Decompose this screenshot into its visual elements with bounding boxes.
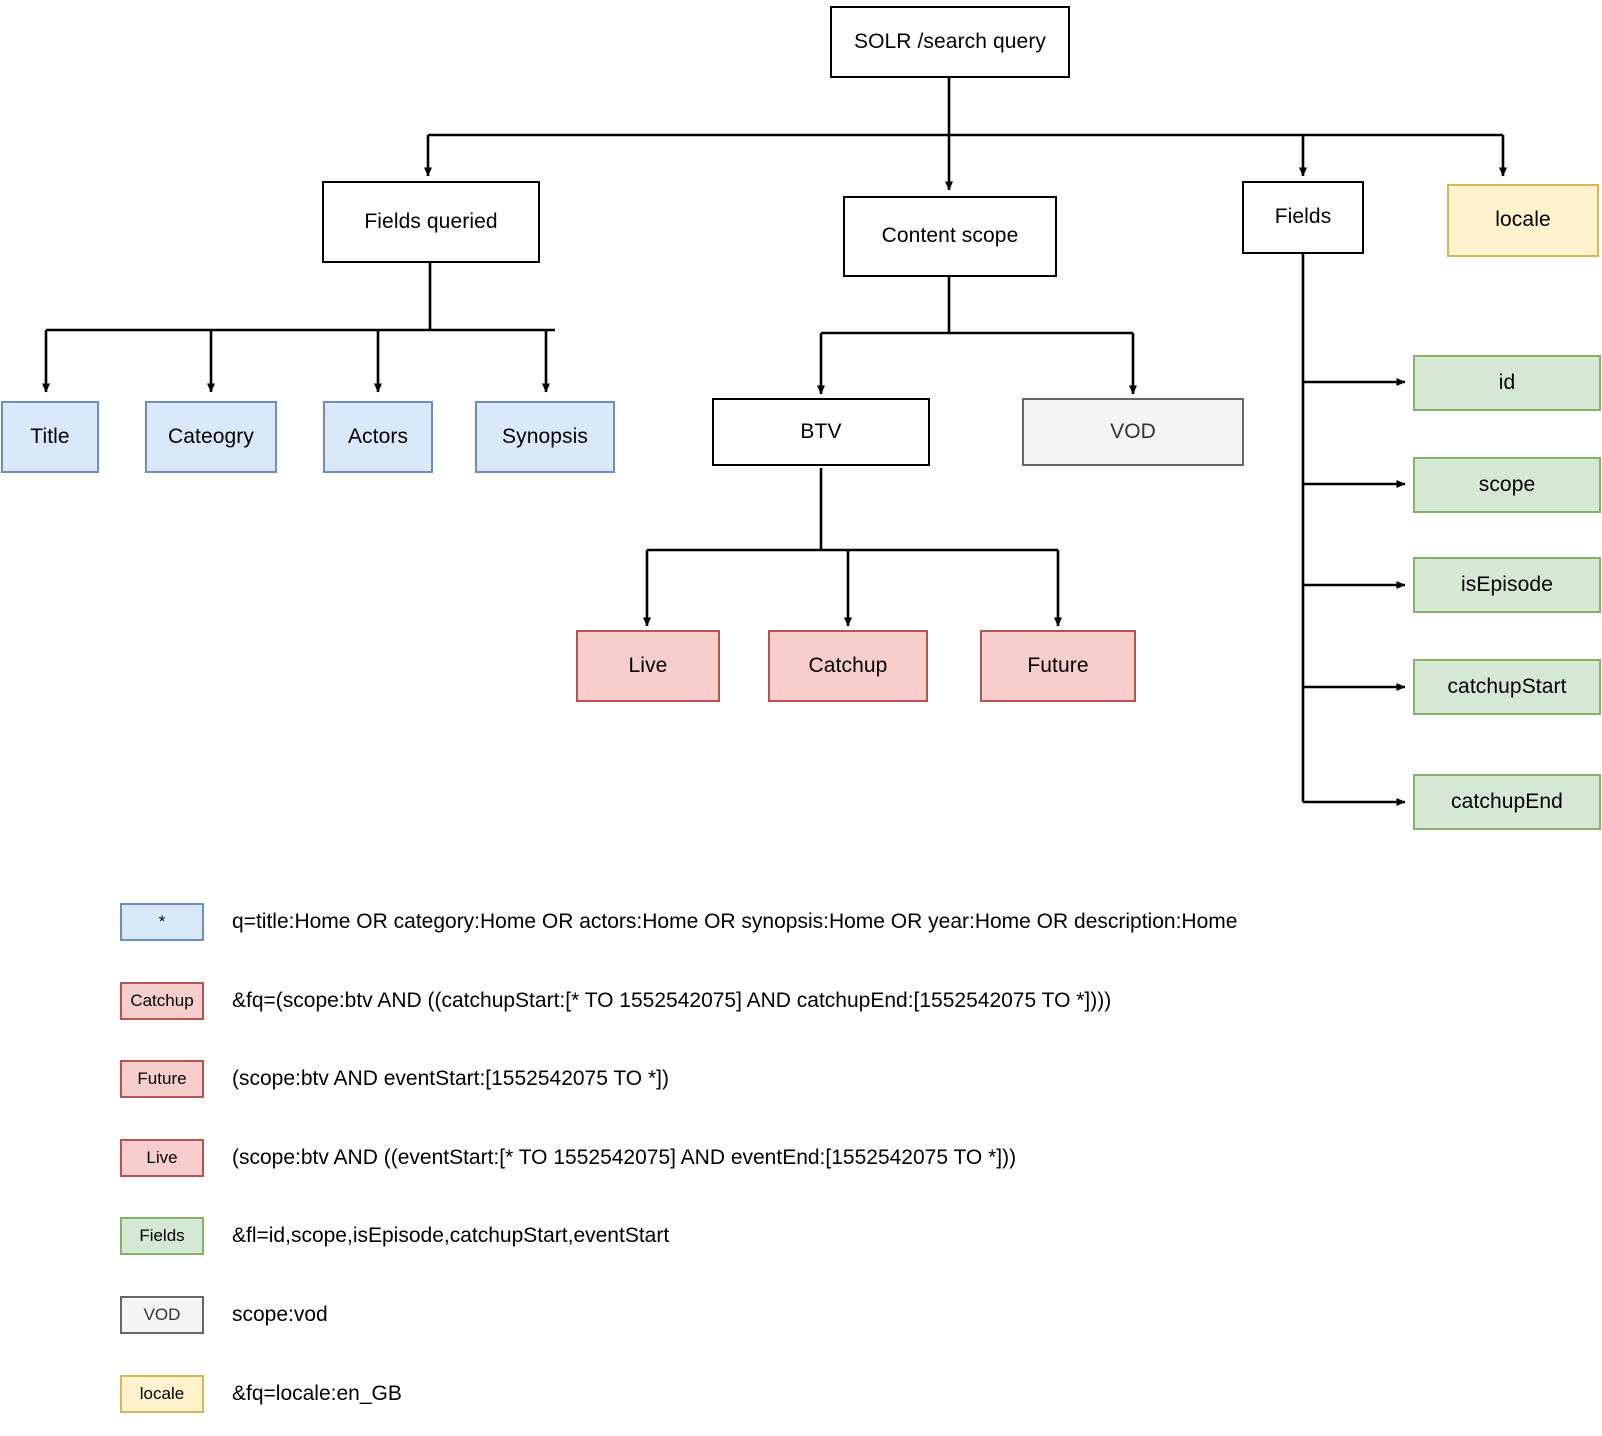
legend-swatch-vod: VOD [120,1296,204,1334]
legend-swatch-label: * [158,912,166,931]
legend-row: Fields &fl=id,scope,isEpisode,catchupSta… [0,1214,1602,1258]
legend-swatch-label: locale [139,1384,185,1403]
node-btv[interactable]: BTV [712,398,930,466]
legend-row: Live (scope:btv AND ((eventStart:[* TO 1… [0,1136,1602,1180]
node-label: Fields [1274,205,1332,229]
node-label: catchupStart [1447,674,1567,698]
node-label: VOD [1110,419,1156,443]
node-catchup[interactable]: Catchup [768,630,928,702]
node-label: Synopsis [501,424,588,448]
legend-swatch-label: Catchup [130,991,194,1010]
legend-text: &fl=id,scope,isEpisode,catchupStart,even… [232,1224,670,1247]
legend-row: locale &fq=locale:en_GB [0,1372,1602,1416]
node-title[interactable]: Title [1,401,99,473]
legend-row: Future (scope:btv AND eventStart:[155254… [0,1057,1602,1101]
legend-text: scope:vod [232,1303,328,1326]
node-field-id[interactable]: id [1413,355,1601,411]
node-field-scope[interactable]: scope [1413,457,1601,513]
node-locale[interactable]: locale [1447,184,1599,257]
legend-text: &fq=(scope:btv AND ((catchupStart:[* TO … [232,989,1112,1012]
node-fields[interactable]: Fields [1242,181,1364,254]
node-label: Cateogry [167,424,254,448]
node-field-isepisode[interactable]: isEpisode [1413,557,1601,613]
legend-swatch-fields: Fields [120,1217,204,1255]
legend-swatch-all-fields: * [120,903,204,941]
legend-text: &fq=locale:en_GB [232,1382,402,1405]
node-cateogry[interactable]: Cateogry [145,401,277,473]
node-solr-search-query[interactable]: SOLR /search query [830,6,1070,78]
node-synopsis[interactable]: Synopsis [475,401,615,473]
node-field-catchupend[interactable]: catchupEnd [1413,774,1601,830]
node-label: SOLR /search query [853,29,1047,53]
node-future[interactable]: Future [980,630,1136,702]
legend-swatch-future: Future [120,1060,204,1098]
node-label: isEpisode [1461,572,1553,596]
node-live[interactable]: Live [576,630,720,702]
node-label: BTV [800,419,842,443]
node-label: locale [1495,208,1551,232]
node-label: catchupEnd [1451,789,1563,813]
node-label: Future [1027,653,1089,677]
legend-text: (scope:btv AND eventStart:[1552542075 TO… [232,1067,669,1090]
node-label: Fields queried [364,209,498,233]
node-label: Content scope [881,224,1019,248]
node-label: scope [1478,472,1536,496]
node-label: Catchup [808,653,888,677]
legend-swatch-catchup: Catchup [120,982,204,1020]
legend-row: Catchup &fq=(scope:btv AND ((catchupStar… [0,979,1602,1023]
node-label: id [1498,370,1516,394]
legend-row: * q=title:Home OR category:Home OR actor… [0,900,1602,944]
node-vod[interactable]: VOD [1022,398,1244,466]
node-content-scope[interactable]: Content scope [843,196,1057,277]
node-field-catchupstart[interactable]: catchupStart [1413,659,1601,715]
legend-swatch-label: Fields [139,1226,185,1245]
legend-text: (scope:btv AND ((eventStart:[* TO 155254… [232,1146,1017,1169]
node-actors[interactable]: Actors [323,401,433,473]
legend-text: q=title:Home OR category:Home OR actors:… [232,910,1238,933]
node-label: Actors [347,424,409,448]
legend-swatch-label: Live [146,1148,178,1167]
legend-swatch-label: VOD [143,1305,181,1324]
legend-swatch-label: Future [137,1069,187,1088]
node-label: Title [30,424,70,448]
legend-row: VOD scope:vod [0,1293,1602,1337]
legend-swatch-locale: locale [120,1375,204,1413]
node-label: Live [628,653,668,677]
legend-swatch-live: Live [120,1139,204,1177]
node-fields-queried[interactable]: Fields queried [322,181,540,263]
